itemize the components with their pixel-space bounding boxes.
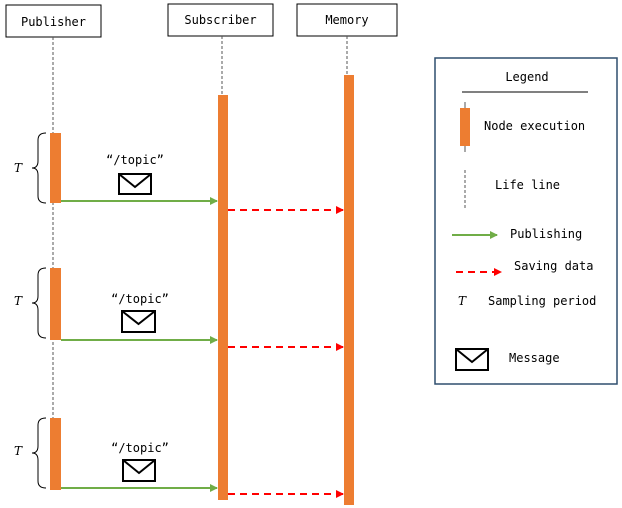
legend-item-saving-data: Saving data <box>456 259 593 276</box>
legend-label-message: Message <box>509 351 560 365</box>
legend-item-lifeline: Life line <box>464 170 560 210</box>
legend-label-sampling-period: Sampling period <box>488 294 596 308</box>
legend-item-publishing: Publishing <box>452 227 582 241</box>
participant-publisher: Publisher <box>5 4 102 38</box>
message-3: “/topic” <box>61 441 344 498</box>
execution-subscriber <box>218 95 228 500</box>
message-envelope-icon <box>121 310 156 333</box>
period-label-3: T <box>14 444 23 458</box>
participant-publisher-label: Publisher <box>21 15 86 29</box>
participant-memory-label: Memory <box>325 13 368 27</box>
execution-publisher-3 <box>50 418 61 490</box>
legend-label-node-execution: Node execution <box>484 119 585 133</box>
legend: Legend Node execution Life line Publishi… <box>434 57 618 385</box>
participant-memory: Memory <box>296 3 398 37</box>
legend-item-node-execution: Node execution <box>460 102 585 152</box>
execution-publisher-2 <box>50 268 61 340</box>
execution-memory <box>344 75 354 505</box>
sampling-period-brace-3: T <box>14 417 47 489</box>
legend-label-lifeline: Life line <box>495 178 560 192</box>
sampling-period-icon: T <box>458 294 467 308</box>
message-1: “/topic” <box>61 153 344 214</box>
message-topic-label-1: “/topic” <box>106 153 164 167</box>
sampling-period-brace-2: T <box>14 267 47 339</box>
message-envelope-icon <box>118 173 152 195</box>
legend-label-saving-data: Saving data <box>514 259 593 273</box>
message-envelope-icon <box>455 348 489 371</box>
message-2: “/topic” <box>61 292 344 351</box>
node-execution-icon <box>460 108 470 146</box>
participant-subscriber: Subscriber <box>167 3 274 37</box>
period-label-2: T <box>14 294 23 308</box>
execution-publisher-1 <box>50 133 61 203</box>
legend-box <box>434 57 618 385</box>
message-envelope-icon <box>122 459 156 482</box>
message-topic-label-3: “/topic” <box>111 441 169 455</box>
legend-item-message: Message <box>455 348 560 371</box>
period-label-1: T <box>14 161 23 175</box>
legend-title: Legend <box>505 70 548 84</box>
legend-label-publishing: Publishing <box>510 227 582 241</box>
participant-subscriber-label: Subscriber <box>184 13 256 27</box>
legend-item-sampling-period: T Sampling period <box>458 294 596 308</box>
sampling-period-brace-1: T <box>14 132 47 204</box>
message-topic-label-2: “/topic” <box>111 292 169 306</box>
